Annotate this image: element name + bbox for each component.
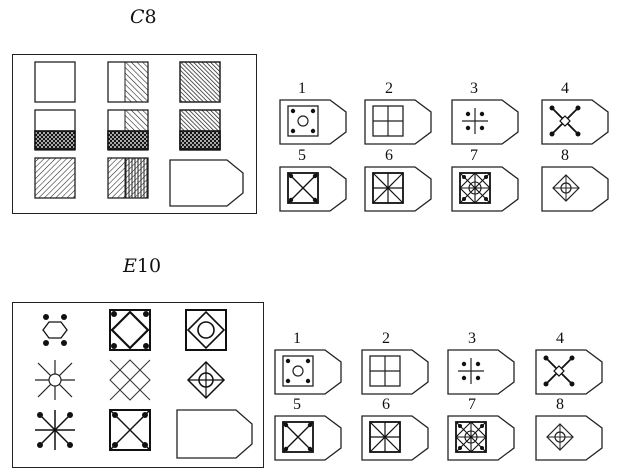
label-letter: C bbox=[130, 6, 145, 28]
cell-square-x-dots bbox=[109, 409, 151, 451]
option-1-circle-dots[interactable] bbox=[273, 348, 343, 395]
option-6-square-star[interactable] bbox=[363, 165, 433, 212]
option-number: 3 bbox=[468, 330, 476, 347]
label-letter: E bbox=[123, 255, 137, 277]
cell-square-diamond-dots bbox=[109, 309, 151, 351]
matrix-c8 bbox=[12, 54, 257, 214]
option-4-arrows-diamond[interactable] bbox=[534, 348, 604, 395]
option-number: 5 bbox=[298, 147, 306, 164]
option-number: 8 bbox=[556, 396, 564, 413]
option-number: 7 bbox=[468, 396, 476, 413]
cell-half-hatched-band bbox=[107, 109, 149, 151]
option-3-cross-dots[interactable] bbox=[446, 348, 516, 395]
option-2-grid[interactable] bbox=[360, 348, 430, 395]
cell-star-circle bbox=[35, 360, 75, 400]
option-number: 8 bbox=[561, 147, 569, 164]
cell-left-hatched-square bbox=[34, 157, 76, 199]
option-5-square-x-dots[interactable] bbox=[273, 414, 343, 461]
option-2-grid[interactable] bbox=[363, 98, 433, 145]
puzzle-label-c8: C8 bbox=[130, 6, 157, 28]
matrix-e10 bbox=[12, 302, 264, 468]
option-number: 4 bbox=[556, 330, 564, 347]
option-number: 3 bbox=[470, 80, 478, 97]
label-number: 10 bbox=[136, 255, 162, 277]
option-number: 1 bbox=[293, 330, 301, 347]
answer-slot bbox=[169, 159, 244, 207]
option-7-dense-pattern[interactable] bbox=[446, 414, 516, 461]
option-4-arrows-diamond[interactable] bbox=[540, 98, 610, 145]
option-number: 7 bbox=[470, 147, 478, 164]
option-6-square-star[interactable] bbox=[360, 414, 430, 461]
cell-diamond-circle-cross bbox=[186, 360, 226, 400]
answer-slot bbox=[176, 409, 253, 459]
cell-dark-band bbox=[179, 109, 221, 151]
option-1-circle-dots[interactable] bbox=[278, 98, 348, 145]
option-7-dense-pattern[interactable] bbox=[450, 165, 520, 212]
cell-hexagon-dots bbox=[42, 314, 68, 346]
option-number: 6 bbox=[382, 396, 390, 413]
cell-half-hatched-square bbox=[107, 61, 149, 103]
cell-lattice-diamonds bbox=[109, 359, 151, 401]
puzzle-label-e10: E10 bbox=[123, 255, 161, 277]
option-number: 2 bbox=[382, 330, 390, 347]
option-8-diamond-circle[interactable] bbox=[534, 414, 604, 461]
option-3-cross-dots[interactable] bbox=[450, 98, 520, 145]
cell-empty-square bbox=[34, 61, 76, 103]
option-number: 6 bbox=[385, 147, 393, 164]
cell-dark-hatched-square bbox=[179, 61, 221, 103]
option-number: 4 bbox=[561, 80, 569, 97]
option-number: 1 bbox=[298, 80, 306, 97]
option-8-diamond-circle[interactable] bbox=[540, 165, 610, 212]
label-number: 8 bbox=[144, 6, 157, 28]
option-number: 5 bbox=[293, 396, 301, 413]
cell-square-diamond-circle bbox=[185, 309, 227, 351]
cell-mixed-hatched-square bbox=[107, 157, 149, 199]
cell-star-dots bbox=[35, 410, 75, 450]
option-number: 2 bbox=[385, 80, 393, 97]
cell-crosshatch-band bbox=[34, 109, 76, 151]
option-5-square-x-dots[interactable] bbox=[278, 165, 348, 212]
